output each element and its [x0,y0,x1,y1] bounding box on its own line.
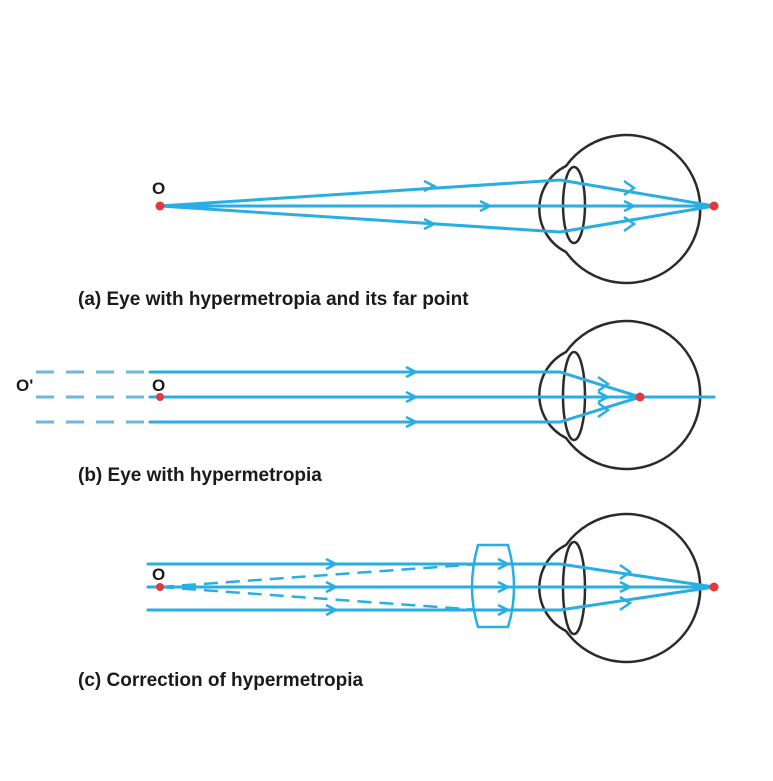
retina-point-a [709,201,719,211]
ray-arrows-b [405,365,611,429]
object-point-c [156,583,164,591]
object-point-a [155,201,165,211]
ray-arrows-a [423,179,637,233]
far-point-label-b: O' [16,376,33,395]
eyeball-c [538,512,702,664]
retina-point-c [709,582,719,592]
light-rays-b [148,370,716,424]
ray-arrows-c [325,557,633,617]
caption-a: (a) Eye with hypermetropia and its far p… [78,289,469,310]
object-label-b: O [152,376,165,395]
panel-b: O O' [16,319,716,471]
panel-a: O [152,133,719,285]
object-point-b [156,393,164,401]
eyeball-b [538,319,702,471]
caption-b: (b) Eye with hypermetropia [78,465,322,486]
light-rays-c [146,562,716,612]
object-label-c: O [152,565,165,584]
dashed-ray-extensions-b [36,370,148,424]
dashed-rays-c [159,562,481,612]
panel-c: O [146,512,719,664]
object-label-a: O [152,179,165,198]
eyeball-a [538,133,702,285]
caption-c: (c) Correction of hypermetropia [78,670,364,691]
light-rays-a [158,178,716,234]
image-point-b [635,392,645,402]
